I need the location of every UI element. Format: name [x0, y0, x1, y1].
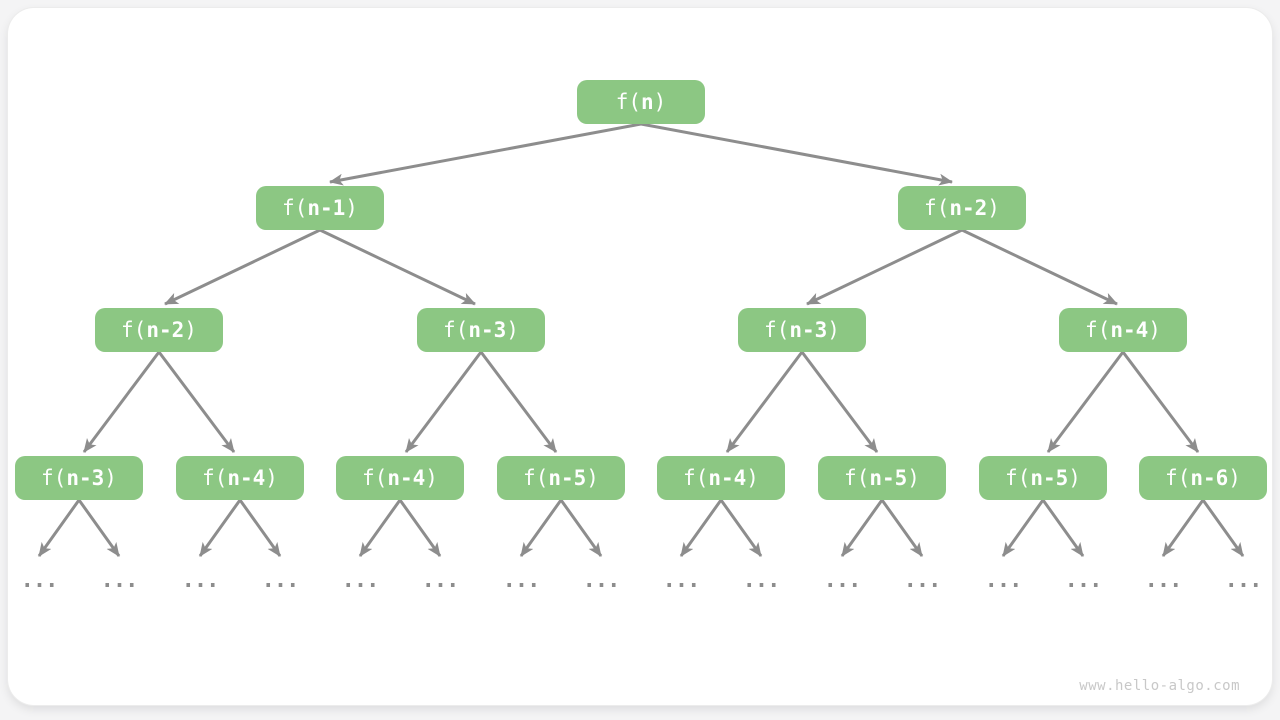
ellipsis-0: ...: [20, 568, 59, 593]
node-label-arg: n-3: [468, 318, 507, 342]
tree-node-2-2: f(n-3): [738, 308, 866, 352]
node-label-suffix: ): [746, 466, 759, 490]
ellipsis-7: ...: [582, 568, 621, 593]
node-label-prefix: f(: [282, 196, 308, 220]
node-label-suffix: ): [827, 318, 840, 342]
node-label-suffix: ): [1068, 466, 1081, 490]
node-label-arg: n-2: [146, 318, 185, 342]
node-label-arg: n-4: [227, 466, 266, 490]
tree-node-3-1: f(n-4): [176, 456, 304, 500]
ellipsis-2: ...: [181, 568, 220, 593]
tree-node-1-1: f(n-2): [898, 186, 1026, 230]
tree-node-3-3: f(n-5): [497, 456, 625, 500]
node-label-arg: n-1: [307, 196, 346, 220]
node-label-suffix: ): [345, 196, 358, 220]
node-label-prefix: f(: [362, 466, 388, 490]
ellipsis-13: ...: [1064, 568, 1103, 593]
node-label-arg: n: [640, 90, 654, 114]
node-label-prefix: f(: [1005, 466, 1031, 490]
ellipsis-9: ...: [742, 568, 781, 593]
tree-node-3-5: f(n-5): [818, 456, 946, 500]
node-label-suffix: ): [104, 466, 117, 490]
ellipsis-5: ...: [421, 568, 460, 593]
tree-node-3-7: f(n-6): [1139, 456, 1267, 500]
node-label-arg: n-6: [1190, 466, 1229, 490]
node-label-prefix: f(: [523, 466, 549, 490]
node-label-prefix: f(: [1085, 318, 1111, 342]
node-label-prefix: f(: [41, 466, 67, 490]
node-label-prefix: f(: [844, 466, 870, 490]
ellipsis-14: ...: [1144, 568, 1183, 593]
node-label-arg: n-2: [949, 196, 988, 220]
node-label-suffix: ): [653, 90, 667, 114]
tree-node-2-0: f(n-2): [95, 308, 223, 352]
ellipsis-10: ...: [823, 568, 862, 593]
node-label-prefix: f(: [764, 318, 790, 342]
node-label-arg: n-5: [548, 466, 587, 490]
node-label-arg: n-4: [1110, 318, 1149, 342]
tree-node-3-4: f(n-4): [657, 456, 785, 500]
node-label-arg: n-3: [66, 466, 105, 490]
node-label-prefix: f(: [683, 466, 709, 490]
ellipsis-15: ...: [1224, 568, 1263, 593]
node-label-arg: n-4: [387, 466, 426, 490]
node-label-suffix: ): [425, 466, 438, 490]
ellipsis-8: ...: [662, 568, 701, 593]
node-label-suffix: ): [987, 196, 1000, 220]
node-label-arg: n-4: [708, 466, 747, 490]
node-label-arg: n-5: [1030, 466, 1069, 490]
node-label-prefix: f(: [121, 318, 147, 342]
node-label-prefix: f(: [924, 196, 950, 220]
tree-node-3-6: f(n-5): [979, 456, 1107, 500]
node-label-prefix: f(: [1165, 466, 1191, 490]
node-label-prefix: f(: [615, 90, 641, 114]
ellipsis-4: ...: [341, 568, 380, 593]
watermark: www.hello-algo.com: [1079, 678, 1240, 694]
node-label-prefix: f(: [443, 318, 469, 342]
node-label-suffix: ): [1228, 466, 1241, 490]
tree-node-2-3: f(n-4): [1059, 308, 1187, 352]
ellipsis-3: ...: [261, 568, 300, 593]
tree-node-0-0: f(n): [577, 80, 705, 124]
ellipsis-1: ...: [100, 568, 139, 593]
node-label-suffix: ): [1148, 318, 1161, 342]
tree-node-3-2: f(n-4): [336, 456, 464, 500]
node-label-suffix: ): [265, 466, 278, 490]
ellipsis-11: ...: [903, 568, 942, 593]
tree-node-1-0: f(n-1): [256, 186, 384, 230]
ellipsis-12: ...: [984, 568, 1023, 593]
tree-node-3-0: f(n-3): [15, 456, 143, 500]
node-label-suffix: ): [907, 466, 920, 490]
node-label-suffix: ): [506, 318, 519, 342]
tree-node-2-1: f(n-3): [417, 308, 545, 352]
node-label-arg: n-3: [789, 318, 828, 342]
node-label-suffix: ): [586, 466, 599, 490]
ellipsis-6: ...: [502, 568, 541, 593]
node-label-prefix: f(: [202, 466, 228, 490]
node-label-arg: n-5: [869, 466, 908, 490]
node-label-suffix: ): [184, 318, 197, 342]
